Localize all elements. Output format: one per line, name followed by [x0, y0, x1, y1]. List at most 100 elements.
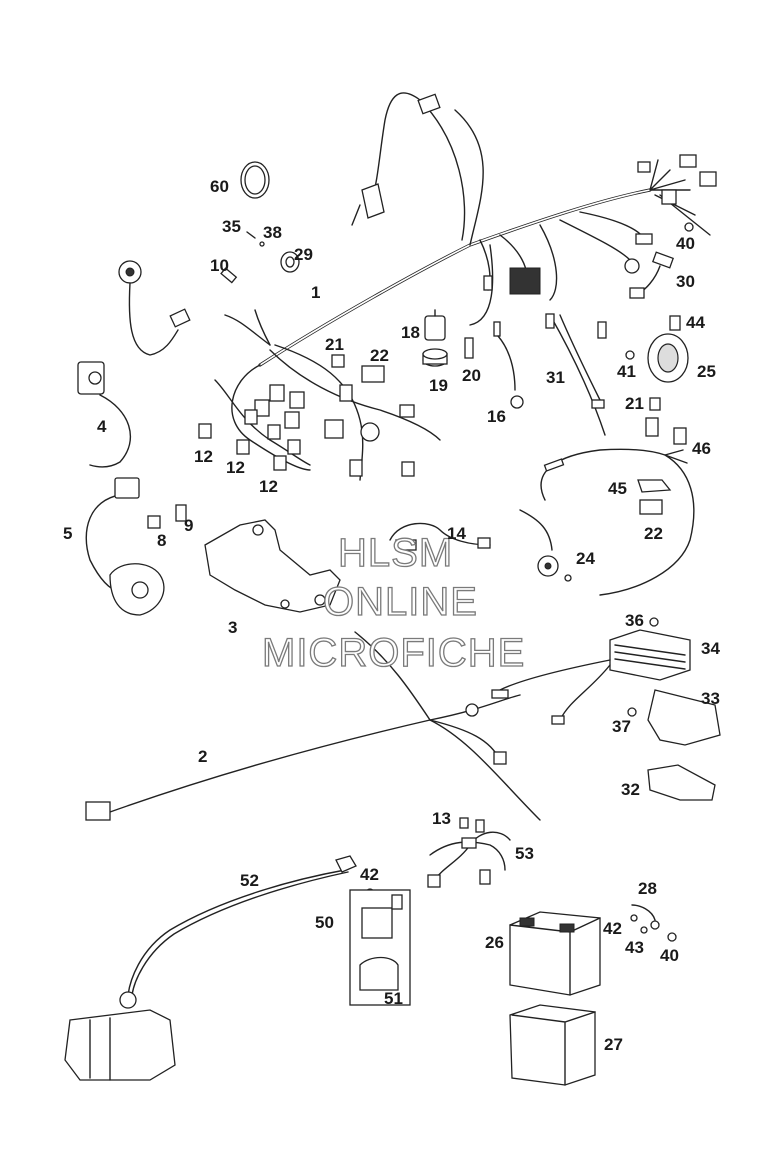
callout-1: 1	[311, 283, 320, 302]
callout-29: 29	[294, 245, 313, 264]
part-30-switch	[629, 251, 675, 299]
part-4-harness	[77, 361, 131, 468]
part-37-bolt	[627, 707, 637, 717]
part-24-sensor	[519, 509, 572, 582]
callout-34: 34	[701, 639, 720, 658]
callout-40-bottom: 40	[660, 946, 679, 965]
callout-labels: 60 35 38 29 10 1 40 30 44 18 21 22 19 20…	[63, 177, 720, 1054]
part-5-handlebar-switch	[85, 477, 165, 616]
part-28-cable	[631, 904, 660, 930]
part-50-51-relay-box	[349, 889, 411, 1006]
callout-40-top: 40	[676, 234, 695, 253]
part-25-horn	[647, 333, 689, 383]
part-kill-switch	[118, 260, 191, 356]
callout-38: 38	[263, 223, 282, 242]
callout-45: 45	[608, 479, 627, 498]
watermark-line1: HLSM	[338, 531, 453, 575]
part-8-clip	[147, 515, 161, 529]
callout-35: 35	[222, 217, 241, 236]
callout-4: 4	[97, 417, 107, 436]
callout-18: 18	[401, 323, 420, 342]
part-27-battery-box	[509, 1004, 596, 1086]
callout-12-b: 12	[226, 458, 245, 477]
callout-44: 44	[686, 313, 705, 332]
part-40-bolt-top	[684, 222, 694, 232]
callout-26: 26	[485, 933, 504, 952]
starter-motor	[64, 1009, 176, 1081]
callout-42-right: 42	[603, 919, 622, 938]
callout-42-top: 42	[360, 865, 379, 884]
callout-21-right: 21	[625, 394, 644, 413]
part-19-holder	[422, 348, 448, 367]
part-29-grommet	[280, 251, 300, 273]
part-22-relay-right	[639, 499, 663, 515]
callout-27: 27	[604, 1035, 623, 1054]
callout-14: 14	[447, 524, 466, 543]
part-41-bolt	[625, 350, 635, 360]
callout-3: 3	[228, 618, 237, 637]
callout-51: 51	[384, 989, 403, 1008]
callout-9: 9	[184, 516, 193, 535]
part-34-regulator	[491, 629, 691, 725]
callout-22-right: 22	[644, 524, 663, 543]
callout-20: 20	[462, 366, 481, 385]
watermark: HLSM ONLINE MICROFICHE	[261, 530, 525, 675]
part-36-nut	[649, 617, 659, 627]
part-42-43-40-hardware	[630, 914, 677, 942]
part-3-mounting-bracket	[204, 519, 341, 613]
callout-33: 33	[701, 689, 720, 708]
part-18-capacitor	[424, 309, 446, 341]
part-9-clip	[175, 504, 187, 522]
callout-37: 37	[612, 717, 631, 736]
part-53-harness	[427, 831, 511, 888]
part-33-bracket	[647, 689, 721, 746]
part-46-harness	[540, 397, 695, 596]
callout-19: 19	[429, 376, 448, 395]
callout-43: 43	[625, 938, 644, 957]
part-35-screw	[246, 231, 256, 239]
callout-2: 2	[198, 747, 207, 766]
callout-41: 41	[617, 362, 636, 381]
part-60-clamp-ring	[240, 161, 270, 199]
callout-53: 53	[515, 844, 534, 863]
part-21-relay-top	[331, 354, 345, 368]
callout-12-a: 12	[194, 447, 213, 466]
part-2-cable	[85, 631, 541, 821]
callout-21-top: 21	[325, 335, 344, 354]
part-38-washer	[259, 241, 265, 247]
part-22-relay-top	[361, 365, 385, 383]
callout-46: 46	[692, 439, 711, 458]
callout-52: 52	[240, 871, 259, 890]
callout-28: 28	[638, 879, 657, 898]
callout-30: 30	[676, 272, 695, 291]
part-20-bracket	[464, 337, 474, 359]
callout-31: 31	[546, 368, 565, 387]
callout-16: 16	[487, 407, 506, 426]
callout-13: 13	[432, 809, 451, 828]
callout-25: 25	[697, 362, 716, 381]
callout-32: 32	[621, 780, 640, 799]
watermark-line3: MICROFICHE	[262, 631, 525, 675]
part-32-plate	[647, 764, 716, 801]
callout-60: 60	[210, 177, 229, 196]
callout-5: 5	[63, 524, 72, 543]
callout-10: 10	[210, 256, 229, 275]
part-10-fuse	[220, 267, 238, 284]
callout-24: 24	[576, 549, 595, 568]
part-44-bracket	[669, 315, 681, 331]
callout-22-top: 22	[370, 346, 389, 365]
part-16-sensor	[493, 321, 524, 409]
part-52-starter-cable	[119, 855, 357, 1009]
main-wiring-harness	[214, 92, 717, 481]
callout-36: 36	[625, 611, 644, 630]
part-26-battery	[509, 911, 601, 996]
watermark-line2: ONLINE	[323, 580, 478, 624]
callout-12-c: 12	[259, 477, 278, 496]
callout-50: 50	[315, 913, 334, 932]
part-45-bracket	[637, 479, 672, 493]
part-31-harness	[545, 313, 607, 436]
part-14-sensor-cable	[389, 522, 491, 551]
part-12-connectors	[198, 423, 287, 471]
part-13-fuses	[459, 817, 485, 833]
